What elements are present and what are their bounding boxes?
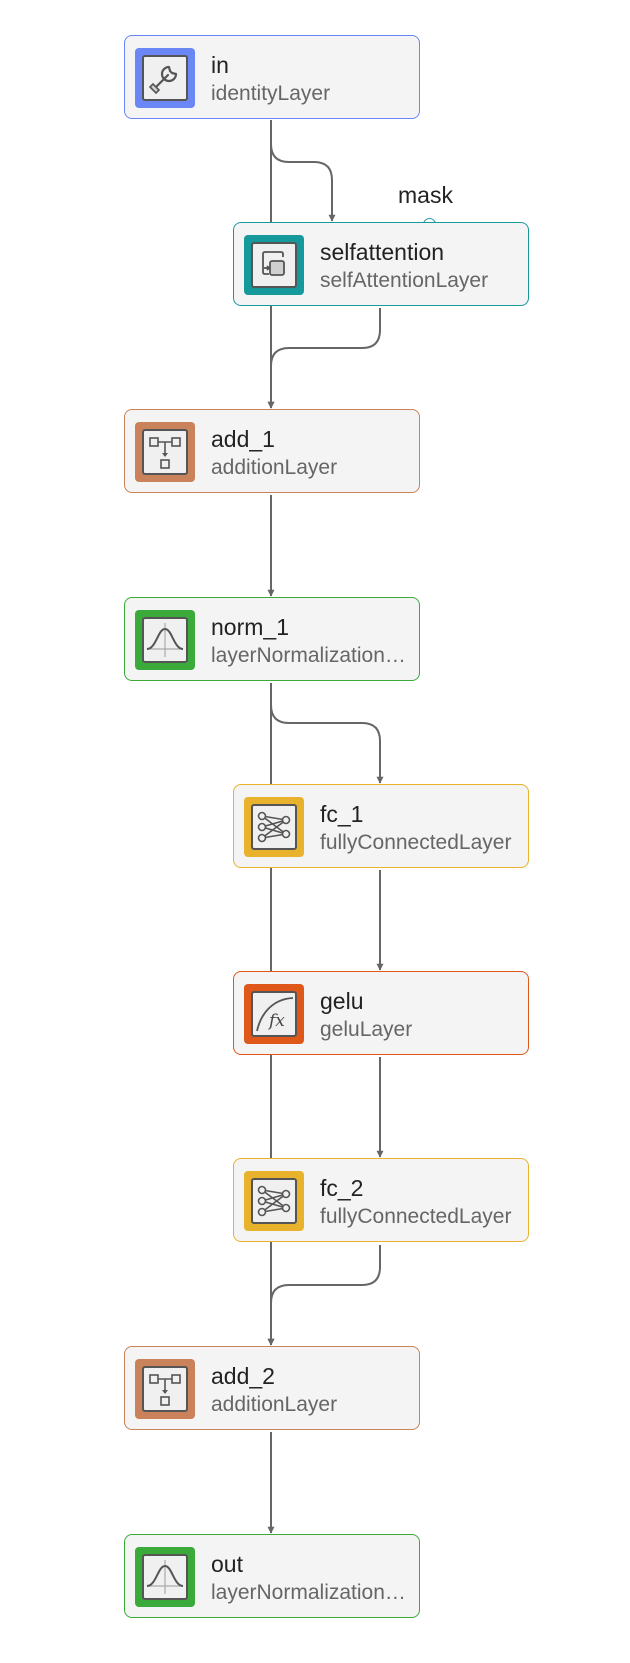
- fully-connected-icon: [244, 797, 304, 857]
- node-add-2[interactable]: add_2 additionLayer: [124, 1346, 420, 1430]
- normalization-icon: [135, 610, 195, 670]
- attention-icon: [244, 235, 304, 295]
- edge-in-to-selfattention: [270, 120, 336, 222]
- node-type: identityLayer: [211, 82, 331, 105]
- fully-connected-icon: [244, 1171, 304, 1231]
- node-name: fc_2: [320, 1175, 364, 1201]
- normalization-icon: [135, 1547, 195, 1607]
- edge-norm-1-to-fc-1: [270, 683, 384, 784]
- edge-selfattention-to-add-1: [267, 308, 381, 409]
- node-name: in: [211, 52, 229, 78]
- node-fc-2[interactable]: fc_2 fullyConnectedLayer: [233, 1158, 529, 1242]
- node-type: layerNormalizationLayer: [211, 1581, 411, 1604]
- function-icon: fx: [244, 984, 304, 1044]
- node-name: out: [211, 1551, 243, 1577]
- node-name: fc_1: [320, 801, 364, 827]
- node-name: norm_1: [211, 614, 289, 640]
- node-out[interactable]: out layerNormalizationLayer: [124, 1534, 420, 1618]
- node-add-1[interactable]: add_1 additionLayer: [124, 409, 420, 493]
- node-type: fullyConnectedLayer: [320, 831, 512, 854]
- addition-icon: [135, 422, 195, 482]
- node-name: add_1: [211, 426, 275, 452]
- node-type: layerNormalizationLayer: [211, 644, 411, 667]
- svg-text:fx: fx: [267, 1011, 285, 1031]
- node-name: add_2: [211, 1363, 275, 1389]
- node-name: selfattention: [320, 239, 445, 265]
- node-type: fullyConnectedLayer: [320, 1205, 512, 1228]
- node-in[interactable]: in identityLayer: [124, 35, 420, 119]
- node-name: gelu: [320, 988, 364, 1014]
- node-gelu[interactable]: fx gelu geluLayer: [233, 971, 529, 1055]
- node-type: selfAttentionLayer: [320, 269, 489, 292]
- addition-icon: [135, 1359, 195, 1419]
- node-type: additionLayer: [211, 1393, 338, 1416]
- node-fc-1[interactable]: fc_1 fullyConnectedLayer: [233, 784, 529, 868]
- edge-fc-2-to-add-2: [267, 1245, 381, 1346]
- mask-port-label: mask: [398, 182, 453, 208]
- node-type: additionLayer: [211, 456, 338, 479]
- wrench-icon: [135, 48, 195, 108]
- node-type: geluLayer: [320, 1018, 413, 1041]
- node-norm-1[interactable]: norm_1 layerNormalizationLayer: [124, 597, 420, 681]
- node-selfattention[interactable]: selfattention selfAttentionLayer: [233, 222, 529, 306]
